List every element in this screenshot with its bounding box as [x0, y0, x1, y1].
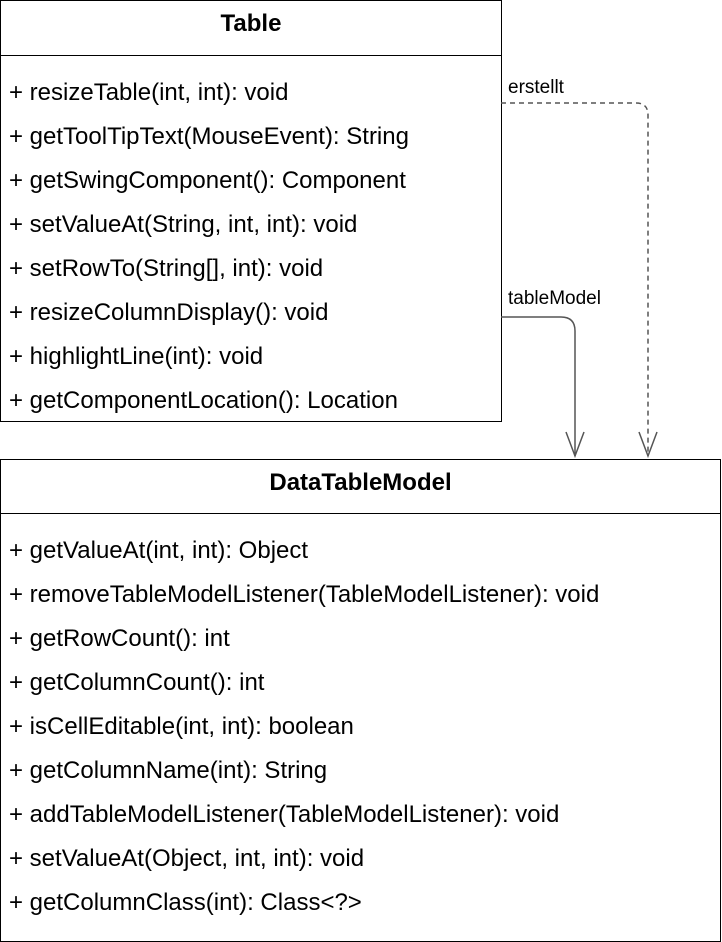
method-set-value-at: + setValueAt(String, int, int): void — [9, 211, 358, 238]
relation-tablemodel-line[interactable] — [501, 316, 576, 456]
method-set-value-at-object: + setValueAt(Object, int, int): void — [9, 845, 365, 872]
class-datatablemodel[interactable]: DataTableModel + getValueAt(int, int): O… — [0, 459, 721, 942]
method-get-row-count: + getRowCount(): int — [9, 625, 230, 652]
class-datatablemodel-methods: + getValueAt(int, int): Object + removeT… — [1, 514, 720, 925]
class-datatablemodel-name: DataTableModel — [1, 460, 720, 514]
relation-erstellt-arrowhead — [638, 431, 658, 459]
method-get-swing-component: + getSwingComponent(): Component — [9, 167, 406, 194]
method-highlight-line: + highlightLine(int): void — [9, 343, 264, 370]
relation-tablemodel-label: tableModel — [508, 288, 601, 309]
relation-erstellt-label: erstellt — [508, 77, 564, 98]
method-resize-column-display: + resizeColumnDisplay(): void — [9, 299, 329, 326]
method-set-row-to: + setRowTo(String[], int): void — [9, 255, 324, 282]
method-get-column-count: + getColumnCount(): int — [9, 669, 265, 696]
method-get-column-name: + getColumnName(int): String — [9, 757, 328, 784]
method-remove-table-model-listener: + removeTableModelListener(TableModelLis… — [9, 581, 600, 608]
method-get-column-class: + getColumnClass(int): Class<?> — [9, 889, 362, 916]
method-get-value-at: + getValueAt(int, int): Object — [9, 537, 309, 564]
class-table-name: Table — [1, 1, 501, 56]
relation-erstellt-line[interactable] — [501, 102, 649, 456]
method-add-table-model-listener: + addTableModelListener(TableModelListen… — [9, 801, 560, 828]
method-is-cell-editable: + isCellEditable(int, int): boolean — [9, 713, 354, 740]
class-table-methods: + resizeTable(int, int): void + getToolT… — [1, 56, 501, 423]
method-get-component-location: + getComponentLocation(): Location — [9, 387, 398, 414]
relation-tablemodel-arrowhead — [565, 431, 585, 459]
class-table[interactable]: Table + resizeTable(int, int): void + ge… — [0, 0, 502, 422]
method-resize-table: + resizeTable(int, int): void — [9, 79, 289, 106]
method-get-tool-tip-text: + getToolTipText(MouseEvent): String — [9, 123, 409, 150]
